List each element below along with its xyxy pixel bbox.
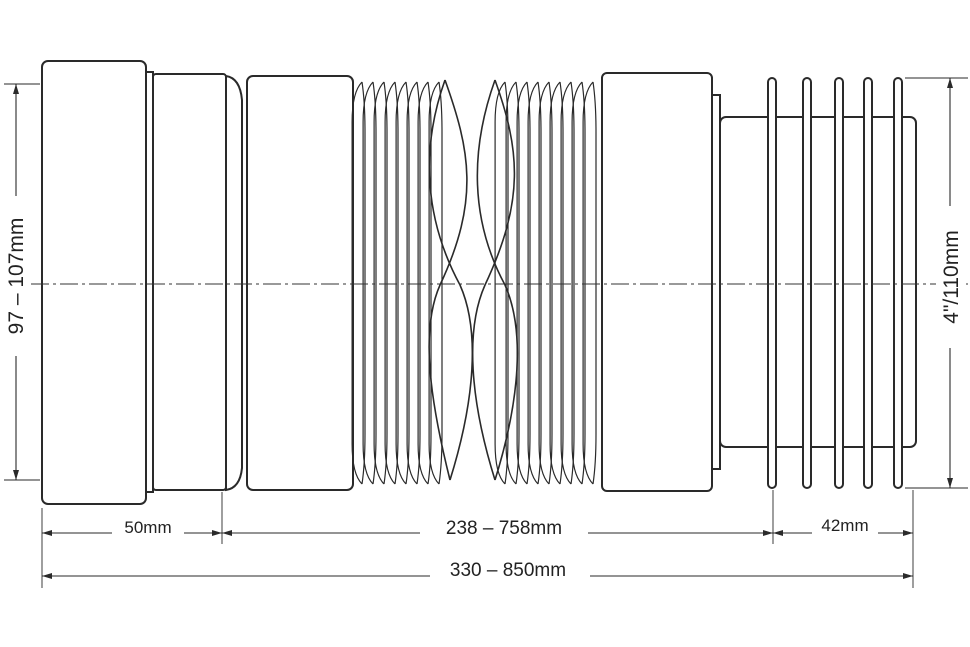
corrugation-rib-edge: [515, 81, 520, 485]
dim-outlet-diameter: 4"/110mm: [936, 78, 966, 488]
corrugation-rib: [395, 81, 407, 485]
sealing-fin: [802, 77, 812, 489]
inlet-collar: [41, 60, 243, 505]
dim-collar-length: 50mm: [42, 518, 222, 540]
corrugation-rib: [384, 81, 396, 485]
corrugation-rib: [560, 81, 572, 485]
dim-corrugated-length: 238 – 758mm: [222, 516, 773, 540]
corrugation-rib: [373, 81, 385, 485]
corrugation-rib-edge: [394, 81, 399, 485]
corrugation-rib: [417, 81, 429, 485]
corrugation-rib: [538, 81, 550, 485]
slide-sleeve: [246, 75, 354, 491]
corrugation-rib: [505, 81, 517, 485]
dim-overall-length: 330 – 850mm: [42, 558, 913, 582]
corrugated-section-left: [351, 81, 443, 485]
sealing-fin: [863, 77, 873, 489]
corrugation-rib-edge: [427, 81, 432, 485]
corrugation-rib: [428, 81, 440, 485]
sealing-fin: [767, 77, 777, 489]
corrugation-rib: [406, 81, 418, 485]
sealing-fins: [767, 77, 903, 489]
finned-length-label: 42mm: [821, 516, 868, 535]
corrugation-rib-edge: [548, 81, 553, 485]
corrugation-rib-edge: [405, 81, 410, 485]
sealing-fin: [893, 77, 903, 489]
corrugated-length-label: 238 – 758mm: [446, 518, 562, 539]
corrugation-rib-edge: [537, 81, 542, 485]
corrugation-rib: [494, 81, 506, 485]
overall-length-label: 330 – 850mm: [450, 560, 566, 581]
corrugation-rib-edge: [592, 81, 597, 485]
corrugation-rib-edge: [372, 81, 377, 485]
corrugation-rib-edge: [570, 81, 575, 485]
corrugation-rib: [549, 81, 561, 485]
corrugation-rib-edge: [383, 81, 388, 485]
corrugation-rib: [582, 81, 594, 485]
outlet-diameter-label: 4"/110mm: [940, 230, 963, 323]
corrugation-rib-edge: [361, 81, 366, 485]
corrugation-rib: [351, 81, 363, 485]
break-lines: [428, 79, 519, 481]
corrugation-rib-edge: [504, 81, 509, 485]
sealing-fin: [834, 77, 844, 489]
extension-lines: [4, 77, 968, 588]
corrugation-rib: [362, 81, 374, 485]
corrugation-rib-edge: [416, 81, 421, 485]
corrugated-section-right: [494, 81, 597, 485]
corrugation-rib-edge: [581, 81, 586, 485]
corrugation-rib-edge: [526, 81, 531, 485]
corrugation-rib: [527, 81, 539, 485]
dim-inlet-diameter: 97 – 107mm: [2, 84, 30, 480]
corrugation-rib-edge: [559, 81, 564, 485]
inlet-diameter-label: 97 – 107mm: [5, 218, 28, 335]
corrugation-rib: [571, 81, 583, 485]
corrugation-rib: [516, 81, 528, 485]
collar-length-label: 50mm: [124, 518, 171, 537]
dim-finned-length: 42mm: [773, 516, 913, 538]
